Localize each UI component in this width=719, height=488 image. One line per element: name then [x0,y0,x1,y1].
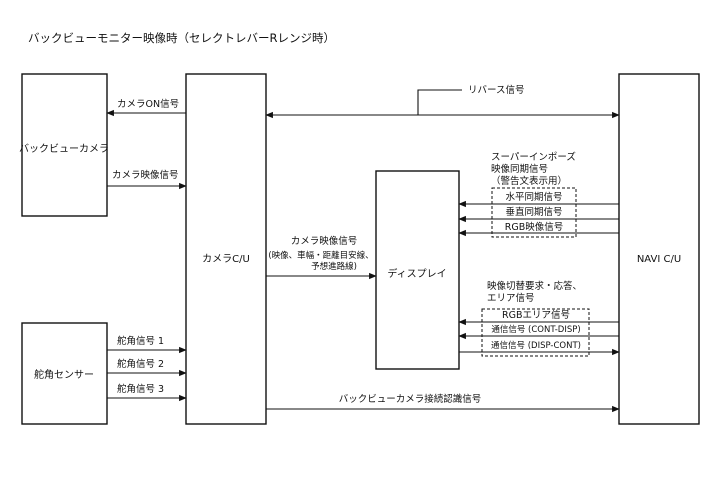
camera-cu-label: カメラC/U [202,253,250,265]
rgb-video-label: RGB映像信号 [505,221,563,233]
steering-sensor-label: 舵角センサー [34,368,94,381]
comm-disp-cont-label: 通信信号 (DISP-CONT) [491,340,581,351]
reverse-label: リバース信号 [468,84,525,96]
comm-signal-group [481,308,590,357]
switch-request-label-1: 映像切替要求・応答、 [487,280,582,292]
camera-video-display-label: カメラ映像信号 [291,235,358,247]
superimpose-label-3: （警告文表示用） [491,175,567,187]
display-box: ディスプレイ [375,170,460,370]
steer-2-label: 舵角信号 2 [117,358,164,370]
superimpose-label-1: スーパーインポーズ [491,151,576,163]
camera-video-detail-1: (映像、車幅・距離目安線、 [268,250,373,261]
switch-request-label-2: エリア信号 [487,292,535,304]
rgb-area-label: RGBエリア信号 [502,309,570,321]
steer-3-label: 舵角信号 3 [117,383,164,395]
v-sync-label: 垂直同期信号 [505,206,562,218]
diagram-title: バックビューモニター映像時（セレクトレバーRレンジ時） [28,31,335,45]
navi-cu-label: NAVI C/U [637,254,681,265]
backview-camera-box: バックビューカメラ [19,73,109,217]
camera-on-label: カメラON信号 [117,98,179,110]
camera-video-label: カメラ映像信号 [112,169,179,181]
superimpose-label-2: 映像同期信号 [491,163,548,175]
display-label: ディスプレイ [387,267,446,280]
camera-cu-box: カメラC/U [185,73,267,425]
navi-cu-box: NAVI C/U [618,73,700,425]
sync-signal-group [491,187,577,238]
backview-auth-label: バックビューカメラ接続認識信号 [339,393,482,405]
steering-sensor-box: 舵角センサー [21,322,108,425]
reverse-branch [417,89,462,115]
comm-cont-disp-label: 通信信号 (CONT-DISP) [491,324,580,335]
camera-video-detail-2: 予想進路線) [311,261,357,272]
h-sync-label: 水平同期信号 [505,191,562,203]
backview-camera-label: バックビューカメラ [19,143,109,155]
steer-1-label: 舵角信号 1 [117,335,164,347]
